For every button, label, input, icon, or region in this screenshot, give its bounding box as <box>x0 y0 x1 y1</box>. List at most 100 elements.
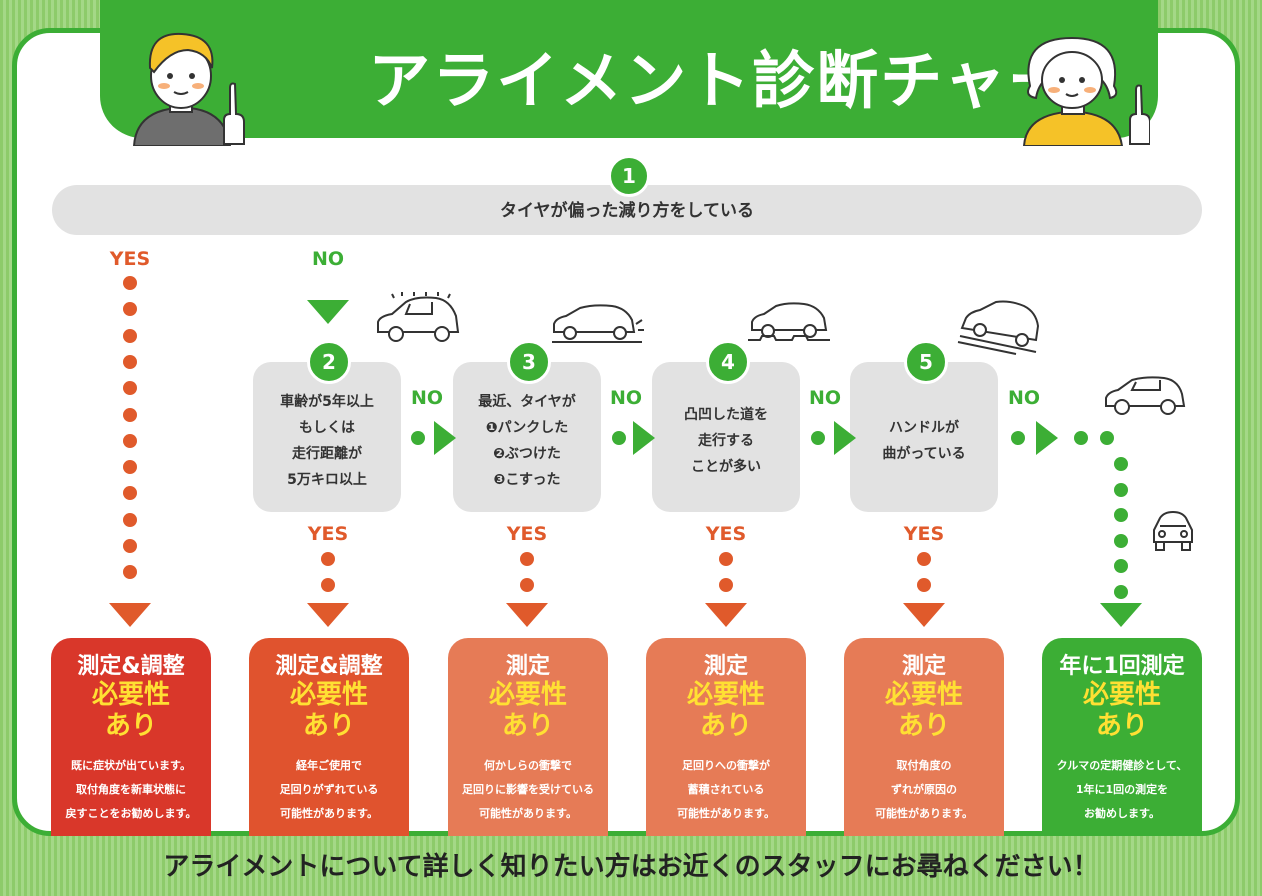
connector-dot <box>612 431 626 445</box>
arrow-right <box>1036 421 1058 455</box>
result-necessity: 必要性 <box>686 680 765 710</box>
result-box-4: 測定 必要性 あり 足回りへの衝撃が 蓄積されている 可能性があります。 <box>646 638 806 836</box>
result-heading: 測定 <box>703 654 748 679</box>
arrow-down <box>506 603 548 627</box>
result-verdict: あり <box>104 711 157 741</box>
connector-dot <box>1114 559 1128 573</box>
footer-message: アライメントについて詳しく知りたい方はお近くのスタッフにお尋ねください！ <box>163 852 1099 882</box>
connector-dot <box>123 381 137 396</box>
connector-dot <box>123 486 137 501</box>
arrow-down <box>1100 603 1142 627</box>
car-front-icon <box>1153 510 1193 551</box>
connector-dot <box>1114 482 1128 497</box>
result-verdict: あり <box>302 711 355 741</box>
result-box-3: 測定 必要性 あり 何かしらの衝撃で 足回りに影響を受けている 可能性があります… <box>448 638 608 836</box>
arrow-down <box>307 603 349 627</box>
result-description: 何かしらの衝撃で 足回りに影響を受けている 可能性があります。 <box>462 759 594 820</box>
question-4-box: 凸凹した道を 走行する ことが多い <box>652 362 800 512</box>
connector-dot <box>123 512 137 527</box>
yes-label: YES <box>506 523 548 545</box>
result-necessity: 必要性 <box>488 680 567 710</box>
question-4-number: 4 <box>706 340 750 384</box>
result-box-5: 測定 必要性 あり 取付角度の ずれが原因の 可能性があります。 <box>844 638 1004 836</box>
connector-dot <box>321 578 335 592</box>
yes-label: YES <box>307 523 349 545</box>
result-description: 経年ご使用で 足回りがずれている 可能性があります。 <box>279 759 379 820</box>
arrow-down <box>705 603 747 627</box>
result-description: 足回りへの衝撃が 蓄積されている 可能性があります。 <box>677 759 775 820</box>
result-box-6: 年に1回測定 必要性 あり クルマの定期健診として、 1年に1回の測定を お勧め… <box>1042 638 1202 836</box>
man-illustration <box>132 32 245 146</box>
connector-dot <box>123 407 137 422</box>
connector-dot <box>719 552 733 566</box>
question-5-box: ハンドルが 曲がっている <box>850 362 998 512</box>
connector-dot <box>520 552 534 566</box>
connector-dot <box>123 433 137 448</box>
arrow-down <box>903 603 945 627</box>
connector-dot <box>1074 431 1088 445</box>
question-2-box: 車齢が5年以上 もしくは 走行距離が 5万キロ以上 <box>253 362 401 512</box>
question-2-number: 2 <box>307 340 351 384</box>
no-label: NO <box>410 387 444 409</box>
car-bumpy-road-icon <box>748 302 830 341</box>
result-necessity: 必要性 <box>1082 680 1161 710</box>
car-damaged-icon <box>552 304 644 343</box>
result-box-2: 測定&調整 必要性 あり 経年ご使用で 足回りがずれている 可能性があります。 <box>249 638 409 836</box>
result-verdict: あり <box>699 711 752 741</box>
connector-dot <box>1114 533 1128 548</box>
question-1-number: 1 <box>608 155 650 197</box>
arrow-down <box>109 603 151 627</box>
connector-dot <box>123 354 137 369</box>
connector-dot <box>1114 508 1128 522</box>
result-heading: 測定 <box>901 654 946 679</box>
result-heading: 測定 <box>505 654 550 679</box>
no-label: NO <box>1007 387 1041 409</box>
arrow-right <box>633 421 655 455</box>
result-necessity: 必要性 <box>289 680 368 710</box>
result-verdict: あり <box>1095 711 1148 741</box>
connector-dot <box>1114 457 1128 471</box>
question-3-number: 3 <box>507 340 551 384</box>
no-label: NO <box>609 387 643 409</box>
car-side-icon <box>1105 376 1186 415</box>
arrow-right <box>434 421 456 455</box>
connector-dot <box>811 431 825 445</box>
car-steering-icon <box>957 300 1040 355</box>
woman-illustration <box>1022 36 1150 146</box>
connector-dot <box>719 578 733 592</box>
result-heading: 測定&調整 <box>275 654 383 679</box>
result-box-1: 測定&調整 必要性 あり 既に症状が出ています。 取付角度を新車状態に 戻すこと… <box>51 638 211 836</box>
result-verdict: あり <box>897 711 950 741</box>
connector-dot <box>123 460 137 475</box>
result-heading: 年に1回測定 <box>1059 654 1185 679</box>
result-description: クルマの定期健診として、 1年に1回の測定を お勧めします。 <box>1056 759 1188 820</box>
yes-label: YES <box>109 248 151 270</box>
page-title: アライメント診断チャート <box>368 44 1072 207</box>
question-5-number: 5 <box>904 340 948 384</box>
no-label: NO <box>808 387 842 409</box>
title-banner: アライメント診断チャート <box>100 0 1158 207</box>
connector-dot <box>123 328 137 343</box>
connector-dot <box>520 578 534 592</box>
connector-dot <box>917 552 931 566</box>
connector-dot <box>123 565 137 580</box>
no-label: NO <box>311 248 345 270</box>
result-description: 取付角度の ずれが原因の 可能性があります。 <box>875 759 973 820</box>
question-3-box: 最近、タイヤが ❶パンクした ❷ぶつけた ❸こすった <box>453 362 601 512</box>
yes-label: YES <box>903 523 945 545</box>
car-old-icon <box>377 292 460 342</box>
connector-dot <box>1100 431 1114 445</box>
connector-dot <box>123 539 137 553</box>
connector-dot <box>1011 431 1025 445</box>
connector-dot <box>321 552 335 566</box>
yes-label: YES <box>705 523 747 545</box>
connector-dot <box>411 431 425 445</box>
connector-dot <box>917 578 931 592</box>
arrow-right <box>834 421 856 455</box>
result-description: 既に症状が出ています。 取付角度を新車状態に 戻すことをお勧めします。 <box>65 759 197 820</box>
result-heading: 測定&調整 <box>77 654 185 679</box>
result-necessity: 必要性 <box>91 680 170 710</box>
connector-dot <box>1114 584 1128 599</box>
connector-dot <box>123 276 137 290</box>
arrow-down <box>307 300 349 324</box>
